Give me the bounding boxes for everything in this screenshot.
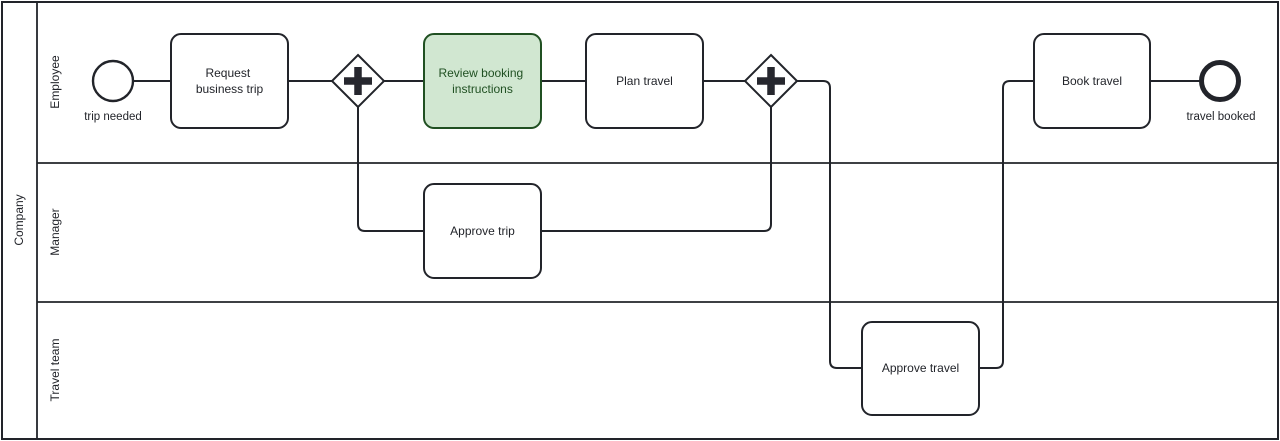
pool-label: Company — [12, 194, 26, 245]
lane-label-employee: Employee — [48, 55, 62, 109]
task-approve-trip-box — [423, 183, 542, 279]
start-event-circle — [91, 59, 135, 103]
lane-travel-team[interactable]: Travel team — [37, 301, 1278, 402]
flow-gateway-split-to-approve-trip[interactable] — [357, 107, 424, 232]
task-book-travel-label: Book travel — [1062, 74, 1122, 88]
end-event-label: travel booked — [1186, 111, 1255, 123]
parallel-gateway-join[interactable] — [743, 53, 799, 109]
lane-manager[interactable]: Manager — [37, 162, 1278, 256]
task-request-business-trip-box — [170, 33, 289, 129]
task-plan-travel-box — [585, 33, 704, 129]
start-event[interactable]: trip needed — [84, 59, 142, 123]
task-review-booking-instructions[interactable]: Review booking instructions — [423, 33, 542, 129]
flow-gateway-join-to-approve-travel[interactable] — [797, 80, 862, 369]
task-approve-travel-label: Approve travel — [882, 361, 959, 375]
lane-employee[interactable]: Employee — [48, 55, 62, 109]
lane-label-manager: Manager — [48, 208, 62, 255]
task-plan-travel[interactable]: Plan travel — [585, 33, 704, 129]
task-approve-travel[interactable]: Approve travel — [861, 321, 980, 416]
task-approve-travel-box — [861, 321, 980, 416]
start-event-label: trip needed — [84, 111, 142, 123]
flow-approve-travel-to-book[interactable] — [979, 80, 1034, 369]
task-request-business-trip[interactable]: Request business trip — [170, 33, 289, 129]
parallel-gateway-split[interactable] — [330, 53, 386, 109]
task-review-booking-instructions-box — [423, 33, 542, 129]
flow-approve-trip-to-gateway-join[interactable] — [541, 107, 772, 232]
plus-icon — [344, 67, 372, 95]
task-approve-trip[interactable]: Approve trip — [423, 183, 542, 279]
task-review-booking-instructions-label: Review booking instructions — [438, 66, 526, 96]
lane-label-travel-team: Travel team — [48, 339, 62, 402]
end-event[interactable]: travel booked — [1186, 60, 1256, 124]
task-request-business-trip-label: Request business trip — [196, 66, 264, 96]
task-plan-travel-label: Plan travel — [616, 74, 673, 88]
plus-icon — [757, 67, 785, 95]
task-book-travel[interactable]: Book travel — [1033, 33, 1151, 129]
task-book-travel-box — [1033, 33, 1151, 129]
end-event-circle — [1199, 60, 1241, 102]
task-approve-trip-label: Approve trip — [450, 224, 515, 238]
